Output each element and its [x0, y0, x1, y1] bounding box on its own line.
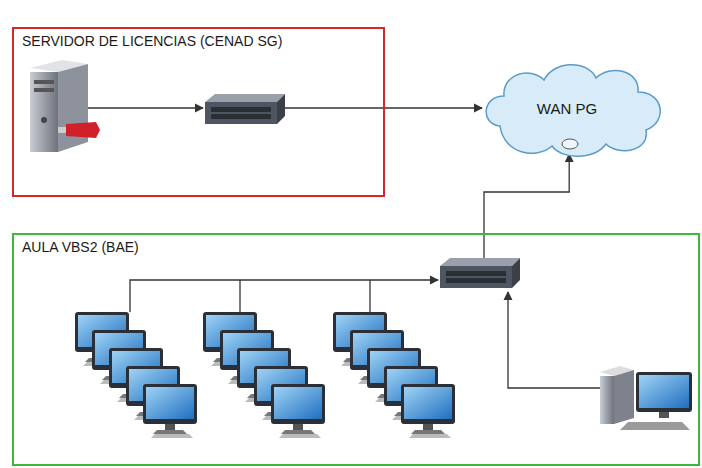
wire	[483, 234, 484, 258]
license-server-region: SERVIDOR DE LICENCIAS (CENAD SG)	[12, 27, 385, 197]
workstation-icon	[600, 366, 692, 430]
region-title: SERVIDOR DE LICENCIAS (CENAD SG)	[22, 33, 282, 49]
wire	[88, 107, 203, 108]
usb-dongle	[58, 122, 100, 138]
region-title: AULA VBS2 (BAE)	[22, 239, 139, 255]
network-link	[385, 107, 482, 108]
monitor-icon	[143, 384, 197, 438]
wire	[285, 107, 385, 108]
wan-cloud: WAN PG	[478, 56, 668, 164]
monitor-icon	[271, 384, 325, 438]
wire	[369, 280, 370, 312]
server-icon	[30, 60, 88, 152]
wire	[239, 280, 240, 312]
wire	[130, 280, 438, 312]
switch-icon	[205, 94, 285, 124]
cloud-label: WAN PG	[537, 100, 597, 117]
network-link	[484, 154, 569, 233]
switch-icon	[440, 258, 520, 288]
classroom-region: AULA VBS2 (BAE)	[12, 233, 700, 466]
monitor-icon	[401, 384, 455, 438]
classroom-computers	[75, 312, 455, 438]
wire	[508, 292, 600, 388]
